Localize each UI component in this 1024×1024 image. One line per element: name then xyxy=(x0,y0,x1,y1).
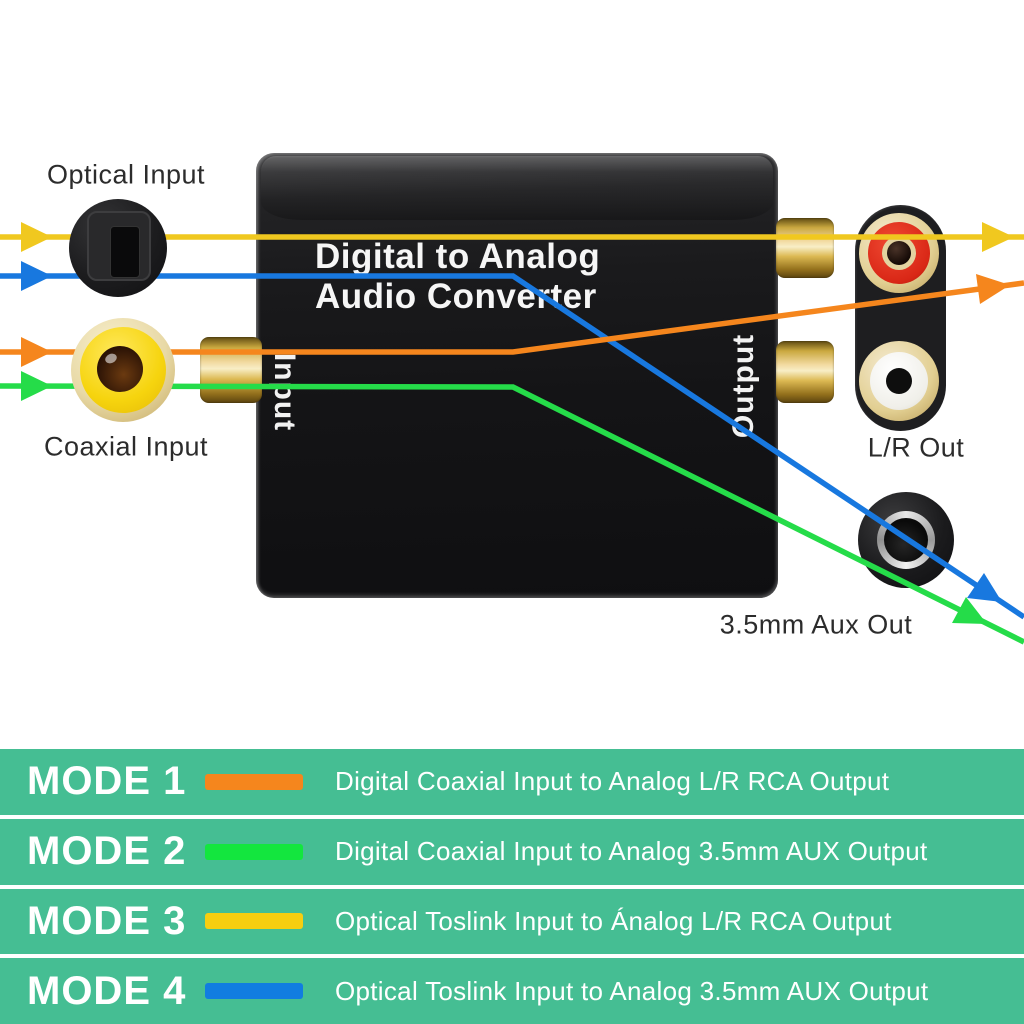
blue-right-arrowhead-icon xyxy=(967,573,1002,602)
mode-table: MODE 1 Digital Coaxial Input to Analog L… xyxy=(0,749,1024,1024)
mode-2-swatch-rect xyxy=(205,843,303,860)
yellow-right-arrowhead-icon xyxy=(982,222,1014,252)
mode-2-label: MODE 2 xyxy=(27,829,187,874)
white-rca-jack xyxy=(859,341,939,421)
coaxial-connector xyxy=(71,318,175,422)
converter-box: Digital to Analog Audio Converter Input … xyxy=(256,153,778,598)
mode-4-description: Optical Toslink Input to Analog 3.5mm AU… xyxy=(335,975,929,1006)
mode-2-description: Digital Coaxial Input to Analog 3.5mm AU… xyxy=(335,836,928,867)
lr-output-panel xyxy=(855,205,946,431)
yellow-left-arrowhead-icon xyxy=(21,222,52,252)
mode-1-swatch-rect xyxy=(205,773,303,790)
aux-jack-hole xyxy=(884,518,928,562)
orange-left-arrowhead-icon xyxy=(21,337,52,367)
toslink-port xyxy=(87,211,151,281)
optical-input-label: Optical Input xyxy=(46,159,206,190)
mode-3-color-swatch xyxy=(205,913,303,930)
device-title-line2: Audio Converter xyxy=(315,277,597,316)
coaxial-input-label: Coaxial Input xyxy=(43,431,209,462)
mode-3-description: Optical Toslink Input to Ánalog L/R RCA … xyxy=(335,905,892,936)
aux-jack xyxy=(858,492,954,588)
mode-row-3: MODE 3 Optical Toslink Input to Ánalog L… xyxy=(0,888,1024,955)
red-rca-jack xyxy=(859,213,939,293)
mode-1-color-swatch xyxy=(205,773,303,790)
mode-2-color-swatch xyxy=(205,843,303,860)
blue-left-arrowhead-icon xyxy=(21,261,52,291)
lr-out-label: L/R Out xyxy=(867,432,965,463)
mode-3-label: MODE 3 xyxy=(27,898,187,943)
mode-4-color-swatch xyxy=(205,983,303,1000)
green-right-arrowhead-icon xyxy=(952,597,987,624)
mode-row-4: MODE 4 Optical Toslink Input to Analog 3… xyxy=(0,958,1024,1024)
mode-4-swatch-rect xyxy=(205,983,303,1000)
mode-3-swatch-rect xyxy=(205,913,303,930)
green-left-arrowhead-icon xyxy=(21,371,52,401)
mode-1-description: Digital Coaxial Input to Analog L/R RCA … xyxy=(335,766,890,797)
white-rca-hole xyxy=(886,368,912,394)
toslink-port-hole xyxy=(110,226,140,278)
converter-box-top-face xyxy=(261,156,773,220)
coaxial-hole xyxy=(97,346,143,392)
rca-output-barrel-bottom xyxy=(776,341,834,403)
coaxial-input-barrel xyxy=(200,337,262,403)
mode-4-label: MODE 4 xyxy=(27,968,187,1013)
device-title-line1: Digital to Analog xyxy=(315,237,601,276)
device-title: Digital to Analog Audio Converter xyxy=(315,237,600,317)
rca-output-barrel-top xyxy=(776,218,834,278)
mode-row-1: MODE 1 Digital Coaxial Input to Analog L… xyxy=(0,749,1024,815)
mode-1-label: MODE 1 xyxy=(27,759,187,804)
optical-connector xyxy=(69,199,167,297)
device-input-side-label: Input xyxy=(268,352,301,432)
mode-row-2: MODE 2 Digital Coaxial Input to Analog 3… xyxy=(0,818,1024,885)
device-output-side-label: Output xyxy=(727,333,760,439)
aux-out-label: 3.5mm Aux Out xyxy=(719,609,913,640)
red-rca-hole xyxy=(887,241,911,265)
orange-right-arrowhead-icon xyxy=(976,274,1010,304)
